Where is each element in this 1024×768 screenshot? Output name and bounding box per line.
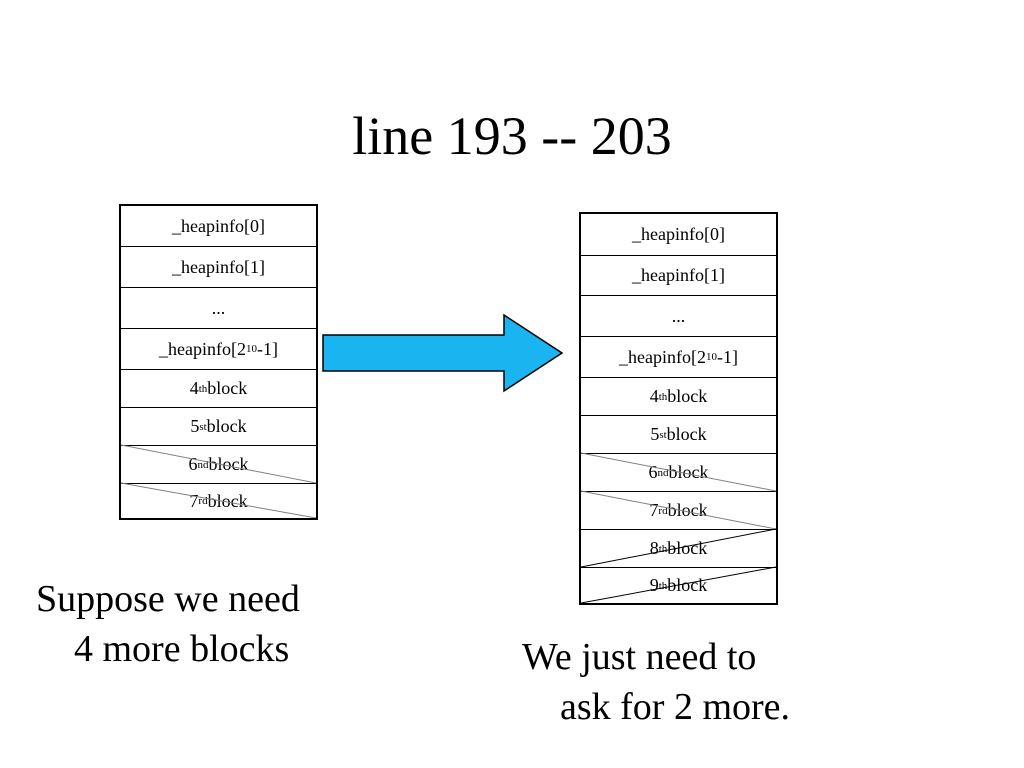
page-title: line 193 -- 203 (352, 106, 672, 166)
left-row-label-suffix: block (206, 416, 247, 436)
left-row-label: 6 (188, 454, 198, 474)
right-row-label: _heapinfo[1] (632, 265, 725, 285)
right-row-label: 4 (649, 386, 659, 406)
right-row-label-suffix: block (666, 424, 707, 444)
right-row-label-suffix: -1] (716, 346, 738, 367)
right-arrow-icon (322, 313, 564, 393)
right-row-label: 6 (648, 462, 658, 482)
right-row-label-suffix: block (667, 386, 708, 406)
right-row-label: _heapinfo[2 (619, 346, 706, 367)
right-row-heapinfo-1: _heapinfo[1] (581, 255, 776, 295)
right-row-heapinfo-0: _heapinfo[0] (581, 214, 776, 255)
left-row-heapinfo-1: _heapinfo[1] (121, 246, 316, 287)
caption-right: We just need to ask for 2 more. (522, 632, 790, 732)
left-row-label-suffix: block (208, 454, 249, 474)
left-row-label: 5 (190, 416, 200, 436)
left-row-heapinfo-0: _heapinfo[0] (121, 206, 316, 246)
right-row-label: _heapinfo[0] (632, 224, 725, 244)
right-row-label-suffix: block (667, 538, 708, 558)
left-row-label: 4 (189, 378, 199, 398)
right-row-label-suffix: block (668, 462, 709, 482)
left-row-label: _heapinfo[1] (172, 256, 265, 277)
right-row-label: 9 (649, 575, 659, 595)
left-row-label-suffix: -1] (256, 338, 278, 359)
right-row-label: ... (671, 305, 686, 326)
left-row-label: _heapinfo[2 (159, 338, 246, 359)
caption-left-line-1: Suppose we need (36, 578, 300, 620)
caption-left: Suppose we need 4 more blocks (36, 574, 300, 674)
right-row-label: 8 (649, 538, 659, 558)
right-row-label-suffix: block (667, 575, 708, 595)
left-heap-table: _heapinfo[0] _heapinfo[1] ... _heapinfo[… (119, 204, 318, 520)
right-row-label-suffix: block (667, 500, 708, 520)
left-row-label-suffix: block (207, 378, 248, 398)
right-row-label: 5 (650, 424, 660, 444)
caption-right-line-2: ask for 2 more. (560, 686, 791, 728)
right-heap-table: _heapinfo[0] _heapinfo[1] ... _heapinfo[… (579, 212, 778, 605)
caption-left-line-2: 4 more blocks (74, 628, 290, 670)
caption-right-line-1: We just need to (522, 636, 757, 678)
right-row-label: 7 (649, 500, 659, 520)
left-row-label: _heapinfo[0] (172, 215, 265, 236)
left-row-ellipsis: ... (121, 287, 316, 328)
right-row-ellipsis: ... (581, 295, 776, 336)
left-row-label: ... (211, 297, 226, 318)
left-row-label: 7 (189, 490, 199, 511)
left-row-label-suffix: block (207, 490, 248, 511)
